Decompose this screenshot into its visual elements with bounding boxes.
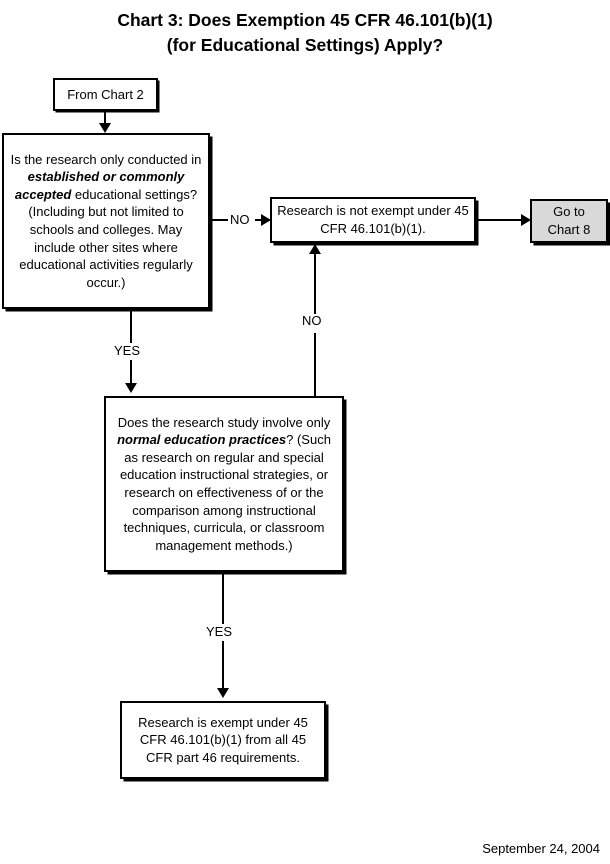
edge-from-chart-2-to-settings-line (104, 111, 106, 125)
node-question-normal-education-practices[interactable]: Does the research study involve only nor… (104, 396, 344, 572)
edge-from-chart-2-to-settings-arrowhead (99, 123, 111, 133)
edge-label-practices-no: NO (300, 313, 324, 328)
practices-text-1: Does the research study involve only (117, 414, 331, 430)
footer-date: September 24, 2004 (482, 841, 600, 856)
edge-practices-yes-line-a (222, 572, 224, 624)
edge-not-exempt-to-chart8-line (477, 219, 526, 221)
node-research-exempt[interactable]: Research is exempt under 45 CFR 46.101(b… (120, 701, 326, 779)
node-go-to-chart-8-label: Go to Chart 8 (547, 204, 591, 237)
edge-settings-yes-line-a (130, 309, 132, 343)
node-go-to-chart-8[interactable]: Go to Chart 8 (530, 199, 608, 243)
practices-emphasis-1: normal education practices (117, 432, 287, 448)
edge-settings-no-arrowhead (261, 214, 271, 226)
node-research-exempt-label: Research is exempt under 45 CFR 46.101(b… (138, 714, 308, 765)
edge-settings-no-line-a (210, 219, 235, 221)
edge-label-settings-yes: YES (112, 343, 143, 358)
edge-label-settings-no: NO (228, 212, 252, 227)
edge-practices-yes-arrowhead (217, 688, 229, 698)
edge-settings-yes-line-b (130, 360, 132, 384)
title-line-1: Chart 3: Does Exemption 45 CFR 46.101(b)… (117, 10, 493, 30)
edge-label-practices-yes: YES (204, 624, 235, 639)
edge-not-exempt-to-chart8-arrowhead (521, 214, 531, 226)
title-line-2: (for Educational Settings) Apply? (166, 35, 444, 55)
practices-text-2: ? (Such as research on regular and speci… (119, 432, 331, 553)
node-question-normal-education-practices-text: Does the research study involve only nor… (106, 414, 342, 555)
node-research-not-exempt-label: Research is not exempt under 45 CFR 46.1… (277, 203, 469, 236)
edge-settings-no-line-b (255, 219, 264, 221)
node-research-not-exempt[interactable]: Research is not exempt under 45 CFR 46.1… (270, 197, 476, 243)
edge-settings-yes-arrowhead (125, 383, 137, 393)
settings-text-1: Is the research only conducted in (10, 151, 202, 167)
edge-practices-no-line-b (314, 254, 316, 314)
edge-practices-yes-line-b (222, 641, 224, 689)
node-from-chart-2-label: From Chart 2 (67, 86, 144, 102)
edge-practices-no-arrowhead (309, 244, 321, 254)
edge-practices-no-line-a (314, 333, 316, 396)
settings-text-2: educational settings? (Including but not… (19, 186, 198, 290)
node-question-educational-settings[interactable]: Is the research only conducted in establ… (2, 133, 210, 309)
page-title: Chart 3: Does Exemption 45 CFR 46.101(b)… (0, 8, 610, 58)
node-question-educational-settings-text: Is the research only conducted in establ… (4, 151, 208, 292)
node-from-chart-2[interactable]: From Chart 2 (53, 78, 158, 111)
settings-emphasis-1: established or commonly accepted (14, 169, 185, 202)
